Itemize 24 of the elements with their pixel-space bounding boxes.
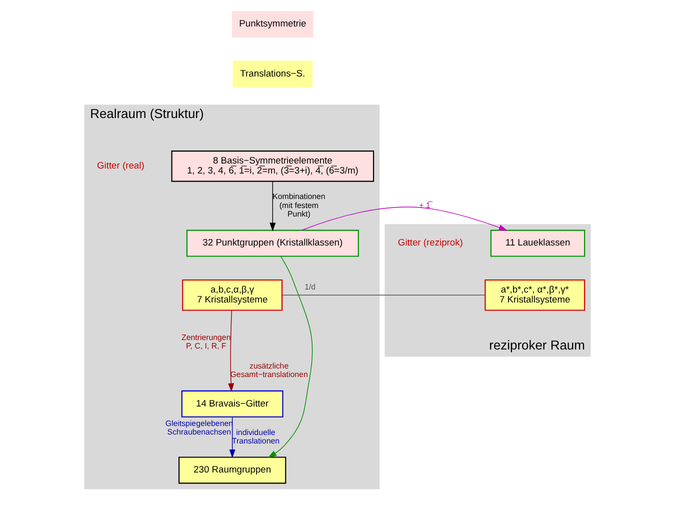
node-box: a,b,c,α,β,γ 7 Kristallsysteme bbox=[182, 279, 283, 311]
label: Gitter (reziprok) bbox=[398, 238, 463, 248]
node-box: 8 Basis−Symmetrieelemente 1, 2, 3, 4, 6̅, 1̅=i, 2̅=m, (3̅=3+i), 4̅, (6̅=3/m) bbox=[171, 150, 374, 182]
arrow bbox=[228, 310, 234, 392]
arrow bbox=[268, 256, 313, 458]
edge-label: 1/d bbox=[304, 282, 316, 292]
label: Zentrierungen P, C, I, R, F bbox=[182, 332, 231, 350]
legend-label: Punktsymmetrie bbox=[239, 18, 306, 29]
node-box: 14 Bravais−Gitter bbox=[181, 390, 284, 418]
node-box: 230 Raumgruppen bbox=[178, 456, 286, 484]
connector bbox=[282, 294, 486, 296]
node-box: 32 Punktgruppen (Kristallklassen) bbox=[186, 230, 359, 257]
node-box: a*,b*,c*, α*,β*,γ* 7 Kristallsysteme bbox=[484, 279, 586, 311]
node-box: 11 Laueklassen bbox=[490, 230, 586, 257]
arrow bbox=[301, 206, 508, 231]
edge-label: + 1̅ bbox=[419, 200, 430, 210]
arrow bbox=[270, 181, 276, 232]
edge-label: Kombinationen (mit festem Punkt) bbox=[272, 192, 326, 218]
edge-label: individuelle Translationen bbox=[232, 428, 280, 446]
edge-label: zusätzliche Gesamt−translationen bbox=[230, 361, 308, 380]
label: Gitter (real) bbox=[97, 160, 144, 171]
legend-label: Translations−S. bbox=[240, 68, 306, 78]
label: Gleitspiegelebenen Schraubenachsen bbox=[165, 418, 234, 437]
arrow bbox=[229, 416, 236, 458]
